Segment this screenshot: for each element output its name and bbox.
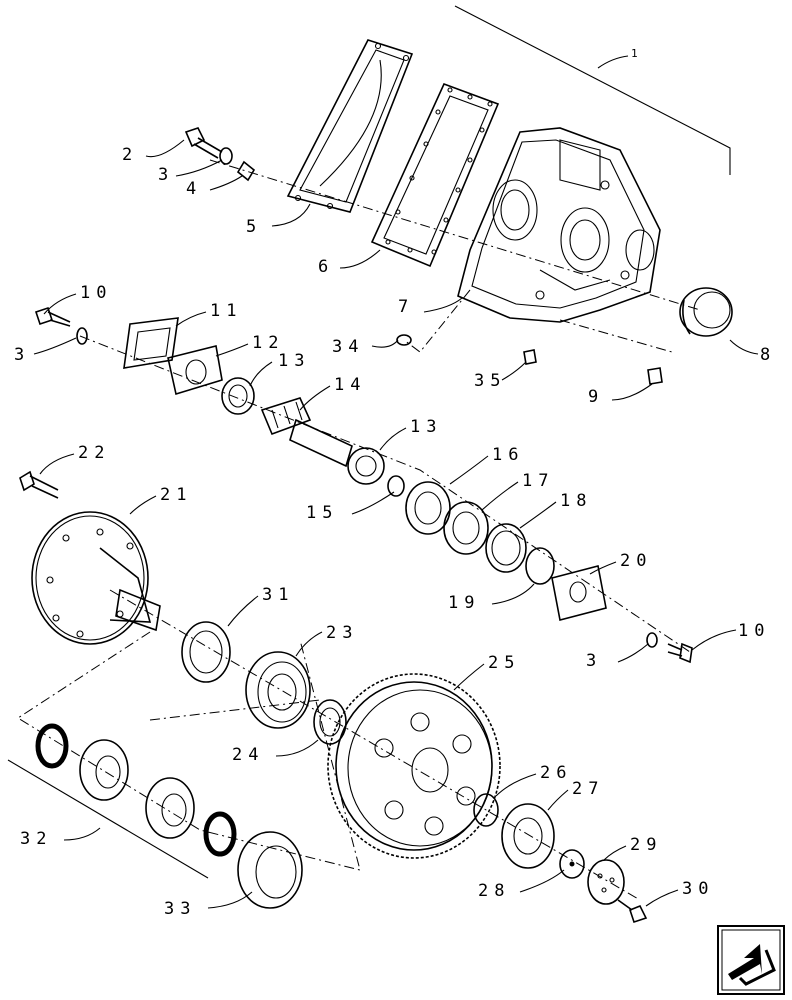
callout-22: 22 [78, 443, 110, 463]
callout-18: 18 [560, 491, 592, 511]
callout-17: 17 [522, 471, 554, 491]
callout-10b: 10 [738, 621, 770, 641]
bearing-13b-part [347, 447, 385, 485]
callout-5: 5 [246, 217, 262, 237]
callout-19: 19 [448, 593, 480, 613]
bolt-10b-part [667, 642, 693, 664]
callout-labels: 1 2 3 4 5 6 7 8 9 10 3 11 12 13 34 35 14… [14, 47, 776, 919]
pin-34-part [396, 334, 412, 346]
washer-3b-part [76, 327, 88, 345]
callout-8: 8 [760, 345, 776, 365]
callout-3c: 3 [586, 651, 602, 671]
disc-32b-part [79, 739, 129, 801]
ring-15-part [387, 475, 405, 497]
callout-16: 16 [492, 445, 524, 465]
previous-page-button[interactable] [717, 925, 785, 995]
bearing-23-part [245, 651, 311, 729]
bolt-30-part [617, 899, 648, 924]
plate-29-part [587, 859, 625, 905]
clip-4-part [236, 160, 256, 182]
callout-13b: 13 [410, 417, 442, 437]
callout-26: 26 [540, 763, 572, 783]
shim-18-part [485, 523, 527, 573]
bracket-32 [7, 759, 209, 879]
callout-34: 34 [332, 337, 364, 357]
previous-page-arrow-icon [728, 944, 776, 986]
bearing-13a-part [221, 377, 255, 415]
callout-35: 35 [474, 371, 506, 391]
callout-13: 13 [278, 351, 310, 371]
large-gear-25-part [327, 673, 501, 859]
o-ring-32d-part [203, 811, 237, 857]
hub-flange-21-part [31, 511, 161, 645]
callout-29: 29 [630, 835, 662, 855]
washer-3c-part [646, 632, 658, 648]
bearing-27-part [501, 803, 555, 869]
o-ring-19-part [525, 547, 555, 585]
disc-32c-part [145, 777, 195, 839]
plate-16-part [405, 481, 451, 535]
gearbox-housing-part [457, 127, 661, 323]
callout-4: 4 [186, 179, 202, 199]
cap-part [679, 287, 733, 337]
gasket-part [370, 82, 500, 268]
callout-3: 3 [158, 165, 174, 185]
callout-1: 1 [631, 47, 644, 60]
callout-12: 12 [252, 333, 284, 353]
cover-11-part [123, 317, 179, 369]
callout-11: 11 [210, 301, 242, 321]
top-cover-part [286, 39, 414, 213]
callout-3b: 3 [14, 345, 30, 365]
pinion-shaft-14-part [260, 397, 353, 468]
callout-20: 20 [620, 551, 652, 571]
callout-25: 25 [488, 653, 520, 673]
callout-31: 31 [262, 585, 294, 605]
callout-24: 24 [232, 745, 264, 765]
callout-2: 2 [122, 145, 138, 165]
callout-14: 14 [334, 375, 366, 395]
bolt-10-part [34, 306, 71, 327]
bolt-22-part [19, 470, 59, 499]
callout-27: 27 [572, 779, 604, 799]
callout-21: 21 [160, 485, 192, 505]
callout-10: 10 [80, 283, 112, 303]
plug-9-part [647, 367, 663, 385]
bolt-35-part [523, 349, 537, 365]
assembly-bracket [454, 5, 731, 175]
callout-28: 28 [478, 881, 510, 901]
o-ring-32a-part [35, 723, 69, 769]
callout-6: 6 [318, 257, 334, 277]
bolt-2-part [184, 127, 223, 159]
seal-31-part [181, 621, 231, 683]
callout-9: 9 [588, 387, 604, 407]
axis-lines [17, 159, 701, 901]
snap-ring-26-part [473, 793, 499, 827]
callout-32: 32 [20, 829, 52, 849]
plate-17-part [443, 501, 489, 555]
callout-15: 15 [306, 503, 338, 523]
washer-28-part [559, 849, 585, 879]
leader-lines [33, 139, 759, 909]
callout-30: 30 [682, 879, 714, 899]
washer-3-part [219, 147, 233, 165]
cover-20-part [551, 565, 607, 621]
callout-7: 7 [398, 297, 414, 317]
callout-33: 33 [164, 899, 196, 919]
callout-23: 23 [326, 623, 358, 643]
seal-33-part [237, 831, 303, 909]
gasket-12-part [167, 345, 223, 396]
